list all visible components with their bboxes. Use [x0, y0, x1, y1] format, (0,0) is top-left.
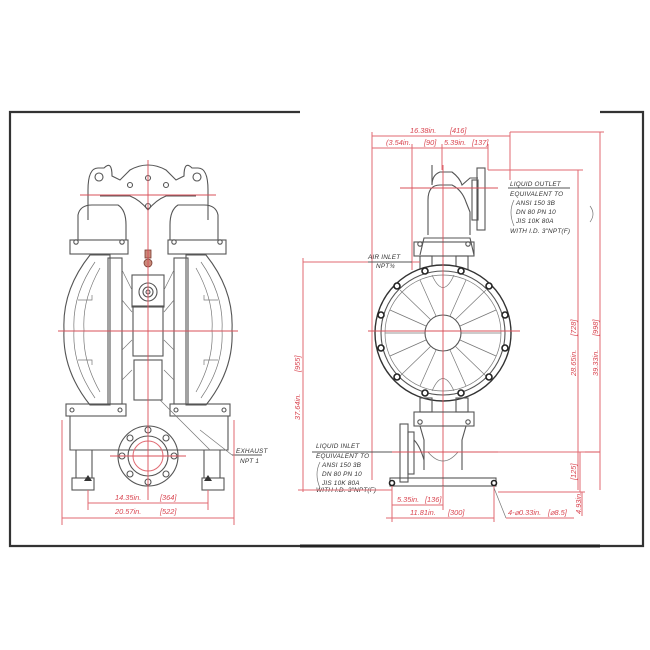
- overall-height-in: 39.33in.: [591, 350, 600, 376]
- front-left-chamber: [63, 254, 133, 406]
- exhaust-callout: EXHAUST NPT 1: [199, 429, 268, 465]
- inlet-height-mm: [125]: [569, 463, 578, 481]
- inlet-offset-mm: [136]: [424, 495, 442, 504]
- side-diaphragm-housing: [368, 260, 520, 500]
- liquid-inlet-title: LIQUID INLET: [316, 443, 360, 450]
- overall-width-mm: [522]: [159, 507, 177, 516]
- base-depth-in: 11.81in.: [410, 508, 436, 517]
- air-inlet-height-mm: [955]: [293, 355, 302, 373]
- liquid-outlet-line3: DN 80 PN 10: [516, 209, 556, 216]
- side-top-dimensions: 16.38in. [416] (3.54in. [90] 5.39in. [13…: [371, 126, 511, 480]
- mount-holes-mm: [⌀8.5]: [547, 508, 568, 517]
- exhaust-label: EXHAUST: [236, 448, 268, 455]
- front-centerlines: [58, 160, 238, 500]
- liquid-inlet-callout: LIQUID INLET EQUIVALENT TO ANSI 150 3B D…: [312, 443, 392, 494]
- side-right-dimensions: 28.65in. [728] 39.33in. [998] [125] 4.93…: [488, 131, 604, 516]
- overall-width-in: 20.57in.: [114, 507, 141, 516]
- air-inlet-callout: AIR INLET NPT¾: [303, 254, 420, 270]
- air-inlet-height-dim: 37.64in. [955]: [293, 258, 392, 492]
- overall-depth-in: 16.38in.: [410, 126, 436, 135]
- front-right-chamber: [163, 254, 233, 406]
- outlet-height-mm: [728]: [569, 319, 578, 337]
- overall-depth-mm: [416]: [449, 126, 467, 135]
- outlet-offset-right-mm: [137]: [471, 138, 489, 147]
- base-height-in: 4.93in.: [574, 492, 583, 514]
- liquid-outlet-line5: WITH I.D. 3"NPT(F): [510, 228, 570, 235]
- overall-height-mm: [998]: [591, 319, 600, 337]
- side-view: 16.38in. [416] (3.54in. [90] 5.39in. [13…: [293, 126, 604, 522]
- liquid-outlet-title: LIQUID OUTLET: [510, 181, 562, 188]
- outlet-height-in: 28.65in.: [569, 350, 578, 377]
- bolt-spacing-in: 14.35in.: [115, 493, 141, 502]
- air-inlet-height-in: 37.64in.: [293, 394, 302, 420]
- liquid-outlet-line2: ANSI 150 3B: [515, 200, 556, 207]
- outlet-offset-left-in: (3.54in.: [386, 138, 411, 147]
- front-view: EXHAUST NPT 1 14.35in. [364] 20.57in. [5…: [58, 160, 268, 525]
- liquid-outlet-line4: JIS 10K 80A: [515, 218, 554, 225]
- liquid-inlet-line1: EQUIVALENT TO: [316, 453, 369, 460]
- outlet-offset-left-mm: [90]: [423, 138, 437, 147]
- liquid-outlet-line1: EQUIVALENT TO: [510, 191, 563, 198]
- bolt-spacing-mm: [364]: [159, 493, 177, 502]
- liquid-inlet-line4: JIS 10K 80A: [321, 480, 360, 487]
- air-inlet-label: AIR INLET: [367, 254, 401, 261]
- front-dimensions: 14.35in. [364] 20.57in. [522]: [61, 420, 235, 525]
- outlet-offset-right-in: 5.39in.: [444, 138, 466, 147]
- base-depth-mm: [300]: [447, 508, 465, 517]
- side-outlet: [400, 165, 498, 270]
- drawing-frame: [8, 110, 645, 548]
- inlet-offset-in: 5.35in.: [397, 495, 419, 504]
- mount-holes-in: 4-⌀0.33in.: [508, 508, 541, 517]
- air-inlet-npt-label: NPT¾: [376, 263, 395, 270]
- liquid-outlet-callout: LIQUID OUTLET EQUIVALENT TO ANSI 150 3B …: [508, 181, 570, 235]
- side-bottom-dimensions: 5.35in. [136] 11.81in. [300] 4-⌀0.33in. …: [386, 486, 574, 522]
- liquid-inlet-line2: ANSI 150 3B: [321, 462, 362, 469]
- liquid-inlet-line3: DN 80 PN 10: [322, 471, 362, 478]
- exhaust-npt-label: NPT 1: [240, 458, 259, 465]
